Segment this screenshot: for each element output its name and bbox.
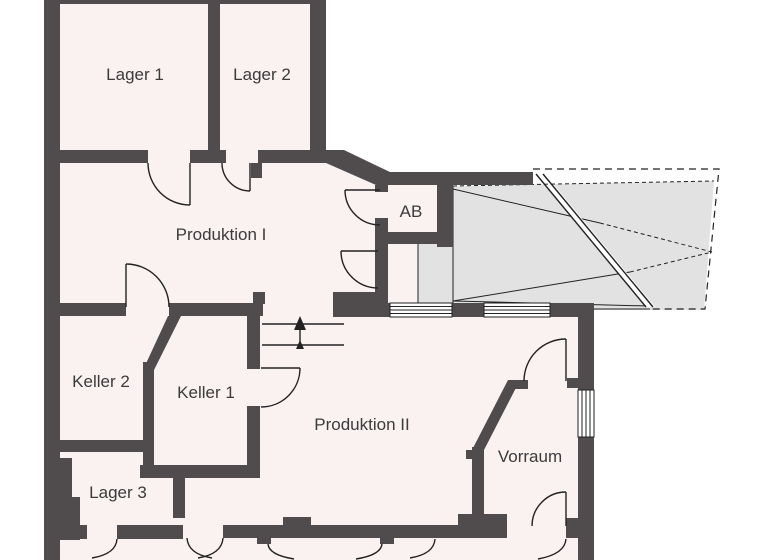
ramp-line-dashed [599, 222, 713, 253]
step-arrow-icon [294, 316, 306, 330]
door [523, 338, 567, 382]
ramp-gray [453, 181, 714, 310]
room-label-ab: AB [400, 202, 423, 221]
ramp-line [452, 271, 631, 302]
room-label-vorraum: Vorraum [498, 447, 562, 466]
room-label-produktion-2: Produktion II [314, 415, 409, 434]
room-labels: Lager 1 Lager 2 Produktion I AB Keller 2… [72, 65, 562, 502]
door [147, 162, 191, 206]
door [531, 491, 567, 527]
window [483, 302, 551, 318]
rooms-floor [45, 0, 594, 560]
ramp-gate-line [542, 173, 654, 308]
door [125, 263, 170, 308]
window [577, 389, 595, 438]
room-label-lager-1: Lager 1 [106, 65, 164, 84]
room-label-lager-2: Lager 2 [233, 65, 291, 84]
door [344, 189, 381, 226]
ramp-area [417, 168, 720, 310]
building-footprint [45, 0, 594, 560]
stair-step [262, 316, 344, 349]
door [260, 367, 301, 408]
door [221, 162, 251, 192]
windows [389, 302, 595, 438]
ramp-dashed-top [452, 180, 715, 187]
room-label-lager-3: Lager 3 [89, 483, 147, 502]
ramp-line-dashed [629, 251, 713, 273]
door-partial [91, 537, 567, 560]
room-label-produktion-1: Produktion I [176, 225, 267, 244]
ramp-dashed-outline [533, 168, 720, 310]
corridor-gray [418, 242, 453, 303]
room-label-keller-2: Keller 2 [72, 372, 130, 391]
walls [44, 0, 594, 560]
doors [91, 162, 567, 560]
ramp-gate-line [535, 173, 647, 308]
door [340, 250, 379, 289]
window [389, 302, 453, 318]
room-label-keller-1: Keller 1 [177, 383, 235, 402]
